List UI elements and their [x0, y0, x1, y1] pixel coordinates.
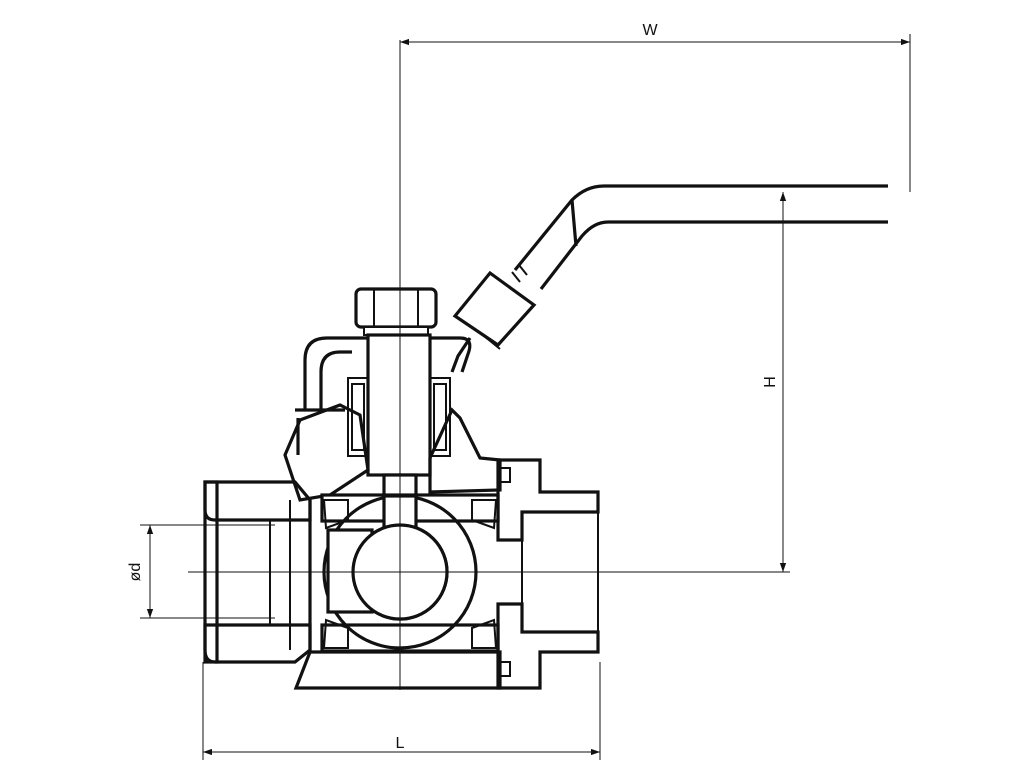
- valve-stem: [347, 333, 451, 505]
- right-end-connector: [496, 458, 600, 690]
- bore-diameter-label: ød: [127, 563, 144, 582]
- stem-nut: [354, 287, 438, 336]
- center-lines: [188, 40, 790, 690]
- width-label: W: [642, 22, 658, 39]
- dimension-h: H: [762, 192, 787, 572]
- length-label: L: [396, 735, 405, 752]
- lever-handle: [452, 184, 888, 350]
- dimension-l: L: [202, 662, 601, 760]
- dimension-w: W: [400, 22, 911, 192]
- body-neck: [283, 403, 502, 502]
- height-label: H: [762, 376, 779, 388]
- dimension-bore: ød: [127, 524, 275, 619]
